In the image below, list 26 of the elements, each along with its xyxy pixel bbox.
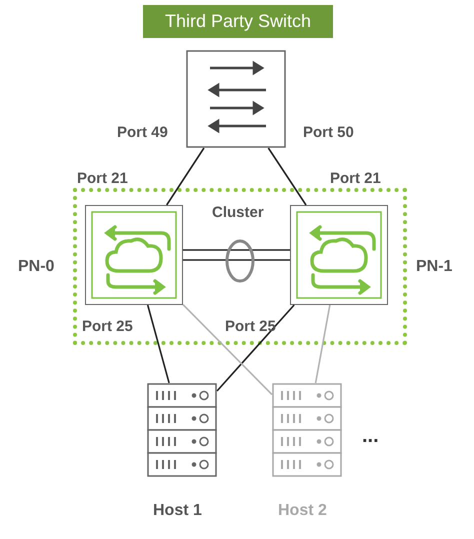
network-node — [290, 205, 388, 305]
connector-line — [183, 259, 290, 261]
port-label: Port 49 — [117, 124, 168, 141]
connector-line — [314, 304, 331, 384]
connector-line — [166, 148, 205, 206]
port-label: Port 21 — [77, 170, 128, 187]
port-label: Port 50 — [303, 124, 354, 141]
port-label: Port 25 — [82, 318, 133, 335]
node-label: Host 2 — [278, 502, 327, 520]
connector-line — [268, 148, 307, 206]
cluster-frame — [73, 188, 407, 345]
server-rack — [272, 383, 342, 477]
port-label: Port 25 — [225, 318, 276, 335]
connector-line — [146, 304, 170, 384]
port-label: Port 21 — [330, 170, 381, 187]
server-rack — [147, 383, 217, 477]
connector-line — [183, 249, 290, 251]
node-label: Host 1 — [153, 502, 202, 520]
group-title: Cluster — [212, 204, 264, 221]
node-label: PN-0 — [18, 258, 54, 276]
network-node — [85, 205, 183, 305]
connector-line — [182, 304, 273, 396]
title-banner: Third Party Switch — [143, 5, 333, 38]
connector-line — [216, 304, 295, 392]
node-label: PN-1 — [416, 258, 452, 276]
more-indicator: ... — [362, 425, 379, 448]
